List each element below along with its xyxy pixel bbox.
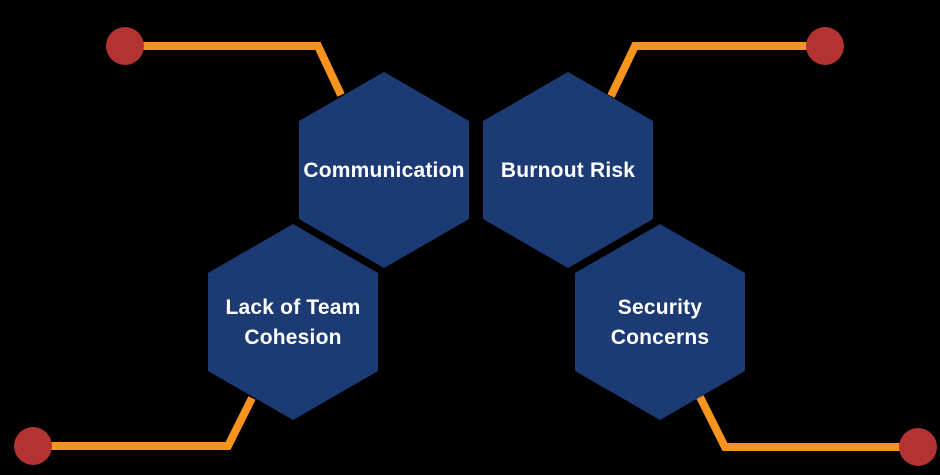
connector-top-left (125, 42, 345, 97)
hexagon-communication (299, 72, 469, 268)
hexagon-burnout-risk-label: Burnout Risk (501, 159, 635, 182)
hexagon-team-cohesion-label-line2: Cohesion (244, 326, 341, 349)
hexagon-security-concerns-label-line2: Concerns (611, 326, 709, 349)
connector-bottom-right (696, 395, 918, 451)
hexagon-burnout-risk (483, 72, 653, 268)
connector-bottom-left (33, 396, 256, 450)
hexagon-communication-label: Communication (303, 159, 464, 182)
endpoint-dot-bottom-right (899, 428, 937, 466)
endpoint-dot-top-right (806, 27, 844, 65)
hexagon-team-cohesion-label-line1: Lack of Team (225, 296, 360, 319)
hexagon-team-cohesion (208, 224, 378, 420)
hexagon-security-concerns-label-line1: Security (618, 296, 703, 319)
hexagon-security-concerns (575, 224, 745, 420)
endpoint-dot-top-left (106, 27, 144, 65)
connector-top-right (607, 42, 825, 98)
endpoint-dot-bottom-left (14, 427, 52, 465)
